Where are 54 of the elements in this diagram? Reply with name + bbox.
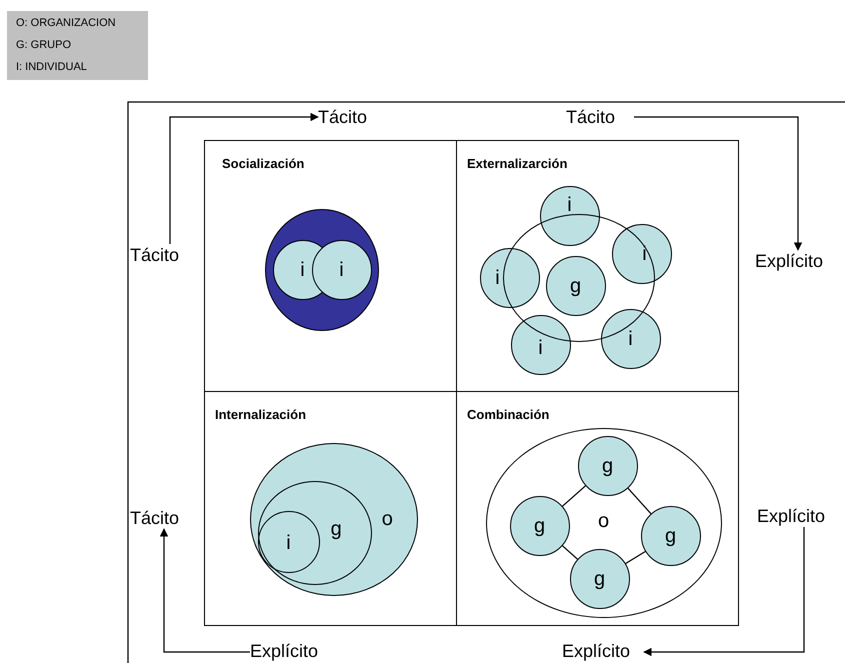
bubble-letter: g (594, 568, 606, 588)
connector-line (562, 485, 586, 507)
bubble-letter: g (664, 526, 676, 546)
bubble-letter: g (602, 456, 614, 476)
knowledge-label: Explícito (755, 252, 824, 270)
outline-ellipse (258, 510, 320, 572)
knowledge-label: Explícito (562, 642, 630, 660)
arrow (643, 527, 805, 656)
bubble-letter: i (339, 260, 344, 280)
bubble (510, 314, 570, 374)
bubble-letter: i (495, 268, 500, 288)
bubble (600, 308, 660, 368)
knowledge-label: Tácito (318, 108, 368, 126)
bubble-letter: i (567, 195, 572, 216)
key-panel (7, 11, 148, 80)
bubble (570, 548, 630, 608)
bubble-letter: i (642, 244, 647, 264)
quadrant-panel (204, 140, 457, 392)
arrow (634, 116, 802, 251)
connector-line (625, 551, 646, 564)
bubble-letter: i (286, 532, 291, 553)
knowledge-label: Explícito (250, 642, 318, 660)
outline-ellipse (258, 480, 372, 584)
knowledge-label: Tácito (130, 509, 180, 527)
outline-ellipse (486, 428, 722, 618)
bubble-letter: i (628, 328, 633, 348)
bubble-letter: i (538, 338, 543, 358)
knowledge-label: Explícito (757, 507, 826, 525)
key-entry: O: ORGANIZACION (16, 18, 116, 29)
bubble (312, 240, 372, 300)
bubble (612, 224, 672, 284)
bubble-letter: o (382, 509, 393, 529)
knowledge-label: Tácito (130, 246, 180, 264)
knowledge-label: Tácito (566, 108, 616, 126)
connector-line (628, 488, 652, 514)
bubble-letter: o (598, 510, 610, 531)
quadrant-panel (456, 140, 739, 392)
bubble (640, 506, 700, 566)
key-entry: I: INDIVIDUAL (16, 62, 87, 73)
bubble (578, 436, 638, 496)
arrow (160, 528, 250, 653)
bubble-letter: g (330, 519, 342, 540)
quadrant-title: Internalización (215, 408, 306, 421)
bubble-letter: g (570, 276, 582, 296)
quadrant-panel (204, 391, 457, 626)
bubble-letter: i (300, 260, 305, 280)
bubble-letter: g (534, 516, 546, 536)
quadrant-panel (456, 391, 739, 626)
connector-line (562, 545, 578, 560)
quadrant-title: Externalizarción (467, 157, 568, 170)
arrow (169, 112, 319, 244)
quadrant-title: Socialización (222, 157, 304, 170)
key-entry: G: GRUPO (16, 40, 72, 51)
quadrant-title: Combinación (467, 408, 550, 421)
